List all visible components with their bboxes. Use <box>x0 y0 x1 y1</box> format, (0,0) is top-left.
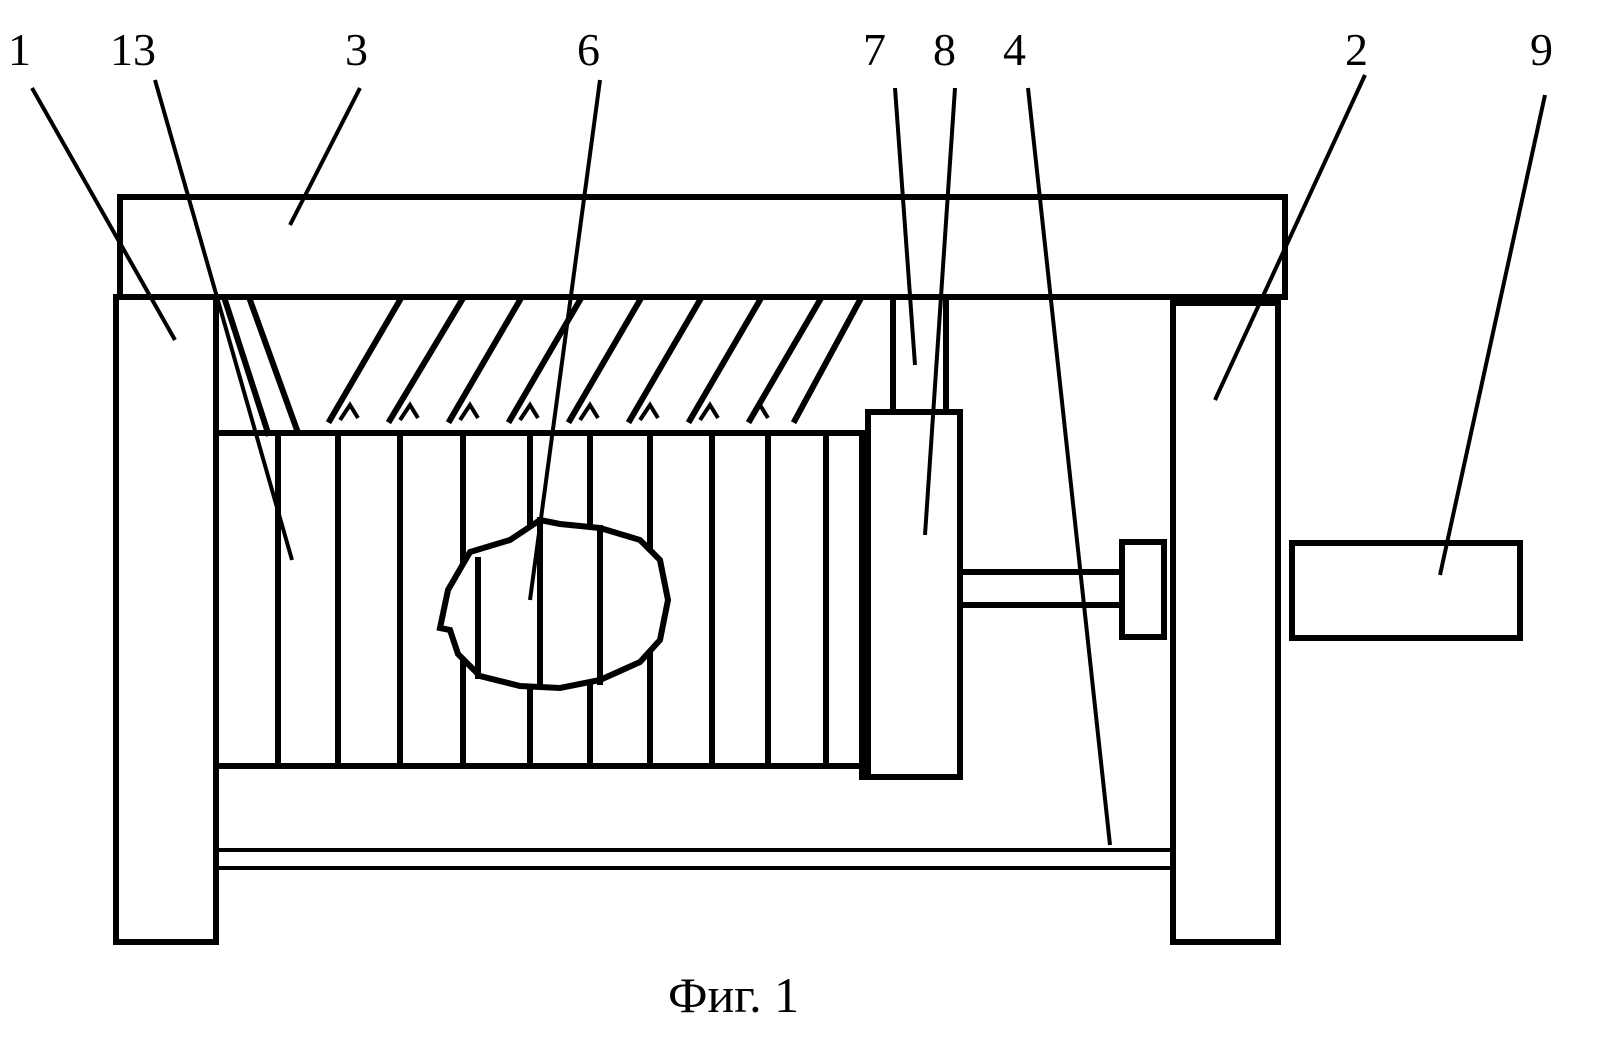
guide-bar <box>216 850 1173 868</box>
piston-head <box>1122 542 1164 637</box>
figure-caption: Фиг. 1 <box>668 967 799 1023</box>
label-6: 6 <box>577 24 600 75</box>
drive-unit <box>1292 543 1520 638</box>
leader-lines <box>32 75 1545 845</box>
label-7: 7 <box>863 24 886 75</box>
piston-rod <box>960 572 1122 605</box>
label-8: 8 <box>933 24 956 75</box>
label-3: 3 <box>345 24 368 75</box>
cutaway-outline <box>440 520 668 688</box>
label-9: 9 <box>1530 24 1553 75</box>
left-frame-post <box>116 297 216 942</box>
label-2: 2 <box>1345 24 1368 75</box>
label-4: 4 <box>1003 24 1026 75</box>
label-13: 13 <box>110 24 156 75</box>
label-1: 1 <box>8 24 31 75</box>
pressure-plate <box>868 412 960 777</box>
right-frame-post <box>1173 303 1278 942</box>
